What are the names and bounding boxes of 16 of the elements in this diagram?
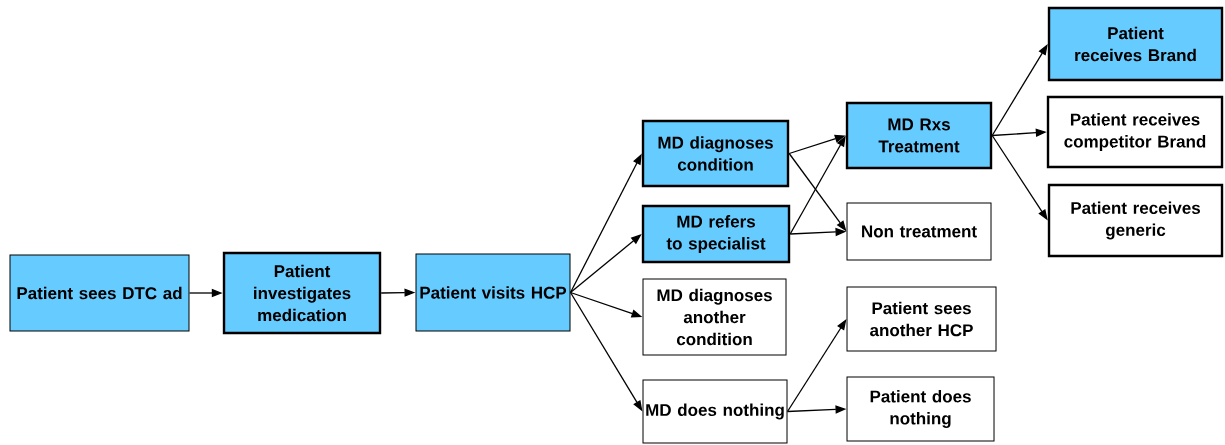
arrow [786, 319, 847, 413]
process-box: Patient visits HCP [415, 253, 571, 332]
process-box: MD diagnoses another condition [642, 278, 787, 356]
process-box: MD diagnoses condition [641, 119, 790, 188]
process-box: Patient receives competitor Brand [1046, 95, 1224, 169]
process-box: MD refers to specialist [641, 204, 791, 264]
process-box: MD Rxs Treatment [845, 101, 993, 170]
process-box: Patient sees another HCP [846, 286, 997, 352]
process-box: Patient receives Brand [1047, 6, 1224, 82]
process-box: Patient sees DTC ad [9, 254, 190, 332]
process-box: Non treatment [846, 202, 992, 261]
process-box: Patient does nothing [846, 376, 995, 442]
process-box: Patient receives generic [1047, 183, 1224, 258]
arrow [991, 44, 1048, 137]
process-box: Patient investigates medication [222, 251, 382, 335]
process-box: MD does nothing [642, 379, 788, 444]
